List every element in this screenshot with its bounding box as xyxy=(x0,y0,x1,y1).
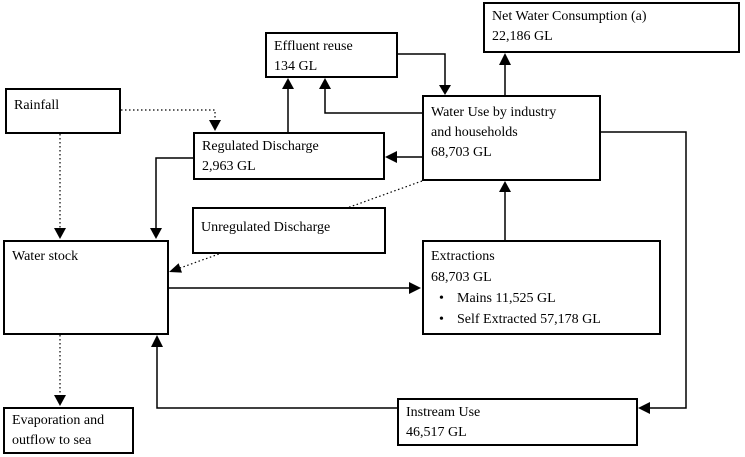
node-value: 46,517 GL xyxy=(406,425,467,440)
arrowhead-up-icon xyxy=(499,181,511,192)
extractions-bullet-self-extracted: Self Extracted 57,178 GL xyxy=(431,309,652,330)
node-water-use: Water Use by industry and households 68,… xyxy=(422,95,601,181)
connector-water-use-to-regulated-discharge xyxy=(385,151,422,163)
connector-extractions-to-water-use xyxy=(499,181,511,240)
node-instream-use: Instream Use 46,517 GL xyxy=(397,398,638,446)
arrowhead-left-icon xyxy=(385,151,397,163)
node-net-water-consumption: Net Water Consumption (a) 22,186 GL xyxy=(483,2,740,53)
arrowhead-down-icon xyxy=(54,395,66,406)
node-unregulated-discharge: Unregulated Discharge xyxy=(192,207,386,254)
connector-water-use-to-effluent-reuse xyxy=(319,78,422,114)
node-evaporation-outflow: Evaporation and outflow to sea xyxy=(3,407,134,454)
extractions-bullet-mains: Mains 11,525 GL xyxy=(431,288,652,309)
node-label: Water Use by industry xyxy=(431,105,557,120)
node-water-stock: Water stock xyxy=(3,240,169,335)
arrowhead-down-icon xyxy=(209,120,221,131)
node-label: Water stock xyxy=(12,249,79,264)
arrowhead-up-icon xyxy=(151,335,163,347)
node-rainfall: Rainfall xyxy=(5,88,121,134)
connector-rainfall-to-regulated-discharge-dotted xyxy=(121,109,216,120)
node-value: 68,703 GL xyxy=(431,270,492,285)
arrowhead-left-icon xyxy=(638,402,650,414)
node-label: Regulated Discharge xyxy=(202,139,319,154)
connector-regulated-discharge-to-water-stock xyxy=(150,157,193,239)
node-value: 68,703 GL xyxy=(431,145,492,160)
node-label: Evaporation and xyxy=(12,413,105,428)
connector-water-stock-to-extractions xyxy=(169,282,421,294)
arrowhead-left-icon xyxy=(169,263,182,273)
connector-instream-use-to-water-stock xyxy=(151,335,397,409)
arrowhead-down-icon xyxy=(150,228,162,239)
arrowhead-down-icon xyxy=(439,85,451,95)
node-label: Instream Use xyxy=(406,405,481,420)
arrowhead-up-icon xyxy=(319,78,331,89)
node-label: Extractions xyxy=(431,249,495,264)
connector-water-use-to-instream-use xyxy=(601,131,687,414)
arrowhead-right-icon xyxy=(409,282,421,294)
arrowhead-down-icon xyxy=(54,228,66,239)
connector-regulated-discharge-to-effluent-reuse xyxy=(282,78,294,132)
arrowhead-up-icon xyxy=(282,78,294,89)
node-value: 22,186 GL xyxy=(492,29,553,44)
arrowhead-up-icon xyxy=(499,53,511,65)
node-label: and households xyxy=(431,125,518,140)
node-regulated-discharge: Regulated Discharge 2,963 GL xyxy=(193,132,385,180)
connector-water-use-to-net-water-consumption xyxy=(499,53,511,95)
node-label: Net Water Consumption (a) xyxy=(492,9,647,24)
node-label: Effluent reuse xyxy=(274,39,353,54)
node-label: Rainfall xyxy=(14,98,60,113)
node-effluent-reuse: Effluent reuse 134 GL xyxy=(265,32,398,78)
node-extractions: Extractions 68,703 GL Mains 11,525 GL Se… xyxy=(422,240,661,335)
node-value: 2,963 GL xyxy=(202,159,256,174)
connector-effluent-reuse-to-water-use xyxy=(398,53,451,95)
node-label: Unregulated Discharge xyxy=(201,220,331,235)
node-value: 134 GL xyxy=(274,59,318,74)
node-label: outflow to sea xyxy=(12,433,92,448)
